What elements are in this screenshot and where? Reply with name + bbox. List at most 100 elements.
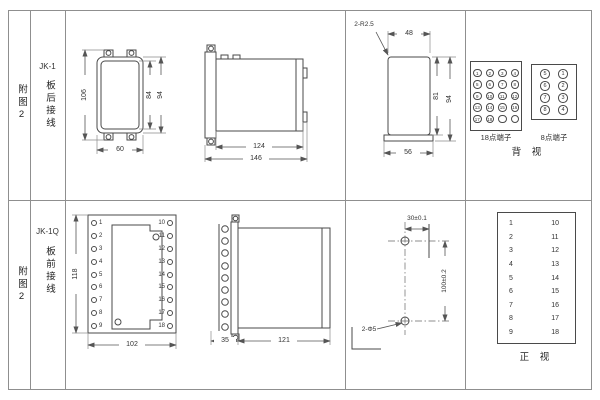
- terminal-number: 18: [158, 323, 165, 329]
- dim-jk1q-front-width: 102: [119, 341, 145, 350]
- terminal-number: 11: [499, 93, 505, 99]
- model-label-jk1: JK-1: [39, 62, 56, 71]
- corner-radius-note: 2-R2.5: [354, 21, 374, 28]
- terminal-number: 7: [543, 94, 547, 101]
- dim-rear-width-top: 48: [397, 30, 421, 39]
- terminal-item: 9: [91, 323, 102, 329]
- terminal-number: 7: [99, 297, 103, 304]
- terminal-circle: 2: [485, 68, 494, 78]
- terminal-circle: 5: [540, 69, 550, 79]
- terminal-number: 13: [474, 105, 480, 110]
- terminal-circle: [91, 323, 97, 329]
- terminal-item: 17: [158, 310, 173, 317]
- terminal-item: 12: [158, 245, 173, 252]
- terminal-number: 17: [158, 310, 165, 317]
- terminal-circle: 6: [540, 81, 550, 91]
- table-cell: 4: [509, 260, 513, 268]
- dim-side-body-length: 124: [246, 143, 272, 152]
- terminal-circle: [91, 220, 97, 226]
- terminal-number: 15: [499, 105, 505, 110]
- dim-jk1q-front-height: 118: [72, 254, 80, 294]
- terminal-number: 6: [99, 284, 103, 291]
- terminal-circle: 16: [510, 103, 519, 112]
- terminal-circle: [91, 310, 97, 317]
- terminal-item: 5: [91, 271, 102, 278]
- table-cell: 13: [551, 260, 559, 268]
- table-cell: 2: [509, 233, 513, 241]
- terminal-item: 6: [91, 284, 103, 291]
- terminal-circle: [498, 114, 507, 124]
- table-cell: 5: [509, 274, 513, 282]
- figure-label-top: 附图2: [16, 84, 27, 123]
- terminal-number: 10: [158, 220, 165, 226]
- terminal-number: 10: [487, 93, 493, 99]
- terminal-number: 14: [158, 271, 165, 278]
- terminal-item: 15: [158, 284, 173, 291]
- terminal-number: 2: [561, 82, 565, 89]
- terminal-circle: 1: [473, 68, 482, 78]
- table-cell: 12: [551, 247, 559, 255]
- jk1q-side-view-outline: [210, 214, 331, 345]
- terminal-item: 16: [158, 297, 173, 304]
- terminal-circle: 18: [485, 114, 494, 124]
- terminal-circle: 6: [485, 80, 494, 89]
- terminal-item: 7: [91, 297, 103, 304]
- terminal-circle: [167, 310, 173, 317]
- terminal-number: 6: [543, 82, 547, 89]
- terminal-circle: [167, 297, 173, 304]
- terminal-number: 6: [488, 82, 491, 87]
- terminal-number: 13: [158, 258, 165, 265]
- figure-label-bottom: 附图2: [16, 266, 27, 305]
- dim-front-width: 60: [108, 146, 132, 155]
- terminal-number: 17: [474, 116, 480, 122]
- terminal-circle: 1: [558, 69, 568, 79]
- terminal-circle: 15: [498, 103, 507, 112]
- table-cell: 11: [551, 233, 559, 241]
- terminal-circle: 2: [558, 81, 568, 91]
- dim-side-total-length: 146: [243, 155, 269, 164]
- terminal-item: 1: [91, 220, 102, 226]
- table-cell: 18: [551, 329, 559, 336]
- terminal-number: 4: [513, 70, 516, 76]
- terminal-circle: [91, 258, 97, 265]
- terminal-circle: [91, 245, 97, 252]
- terminal-number: 16: [512, 105, 518, 110]
- terminal-circle: [167, 258, 173, 265]
- terminal-item: 2: [91, 232, 103, 239]
- dim-drill-horizontal: 30±0.1: [407, 215, 427, 222]
- terminal-number: 5: [543, 70, 547, 77]
- front-view-label: 正 视: [519, 352, 554, 363]
- terminal-number: 7: [500, 82, 504, 87]
- terminal-circle: 11: [498, 91, 507, 101]
- terminal-circle: [91, 284, 97, 291]
- terminal-number: 5: [475, 82, 479, 87]
- terminal-number: 9: [99, 323, 103, 329]
- table-cell: 3: [509, 247, 513, 255]
- terminal-item: 14: [158, 271, 173, 278]
- terminal-circle: [91, 271, 97, 278]
- terminal-number: 16: [158, 297, 165, 304]
- terminal-number: 8: [99, 310, 103, 317]
- terminal-number: 3: [99, 245, 103, 252]
- table-cell: 16: [551, 301, 559, 309]
- dim-rear-width-bottom: 56: [396, 149, 420, 158]
- terminal-item: 3: [91, 245, 103, 252]
- terminal-block-18pt-label: 18点端子: [480, 133, 512, 142]
- terminal-number: 1: [561, 70, 565, 77]
- jk1-rear-view-outline: [375, 31, 456, 157]
- terminal-circle: [167, 245, 173, 252]
- terminal-item: 18: [158, 323, 173, 329]
- terminal-circle: 9: [473, 91, 482, 101]
- terminal-number: 3: [500, 70, 504, 76]
- terminal-number: 15: [158, 284, 165, 291]
- terminal-number: 2: [99, 232, 103, 239]
- terminal-number: 4: [561, 106, 565, 113]
- terminal-circle: [167, 232, 173, 239]
- terminal-number: 2: [488, 70, 491, 76]
